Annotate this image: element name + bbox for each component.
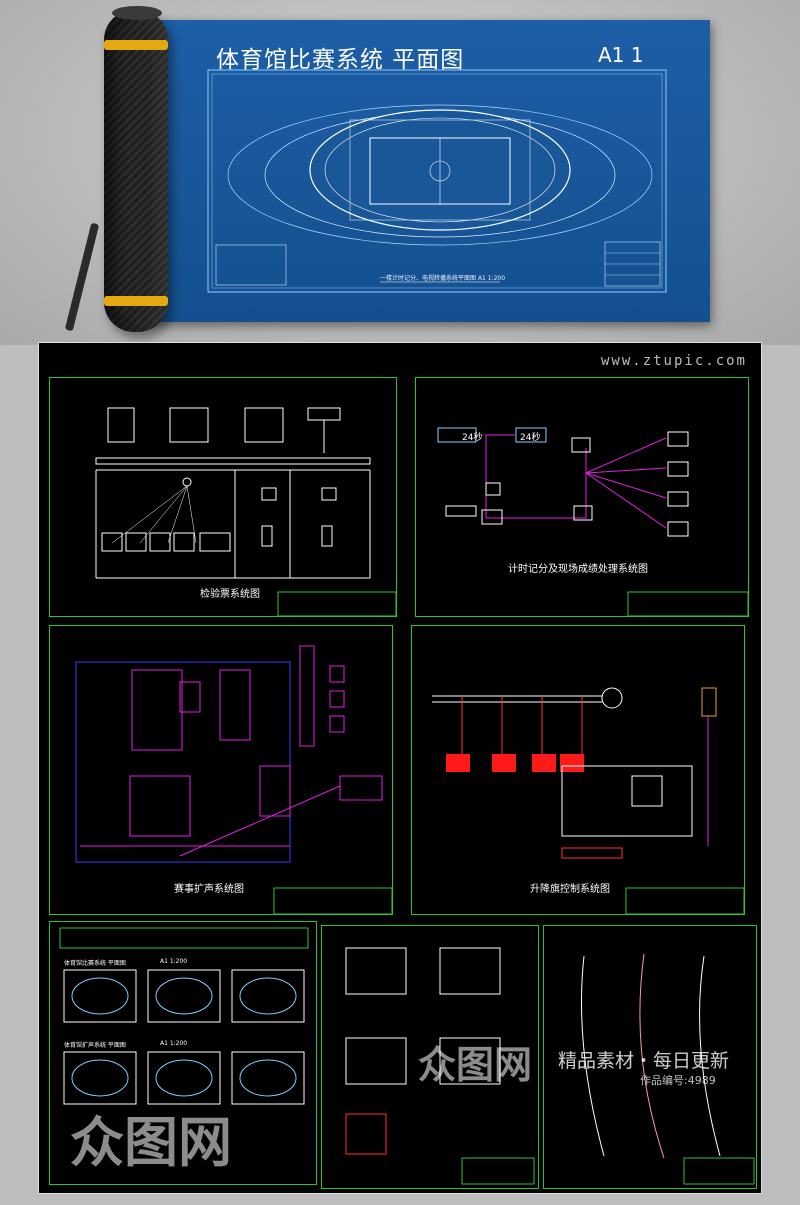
- plan-thumbnails: [59, 927, 309, 1105]
- blueprint-sheet: [150, 20, 710, 322]
- panel-section-views: [543, 925, 757, 1189]
- panel-audio-system: 赛事扩声系统图: [49, 625, 393, 915]
- room-layouts: [345, 947, 535, 1185]
- label-24s-b: 24秒: [520, 433, 541, 443]
- panel-room-layouts: [321, 925, 539, 1189]
- panel-timing-system: 24秒 24秒 计时记分及现场成绩处理系统图: [415, 377, 749, 617]
- timing-system-diagram: [437, 427, 748, 616]
- panel-ticket-system: 检验票系统图: [49, 377, 397, 617]
- roll-band-top: [104, 40, 168, 50]
- blueprint-caption: 一楼计时记分、电视转播系统平面图 A1 1:200: [380, 275, 506, 282]
- panel-flag-system: 升降旗控制系统图: [411, 625, 745, 915]
- ticket-system-diagram: [95, 407, 396, 616]
- panel-title-flag: 升降旗控制系统图: [530, 884, 610, 895]
- watermark-brand: 精品素材・每日更新: [558, 1050, 730, 1072]
- watermark-logo-large: 众图网: [70, 1111, 232, 1174]
- paper-roll: [104, 10, 168, 332]
- roll-end-cap: [112, 6, 162, 20]
- mini-scale-2: A1 1:200: [160, 1040, 188, 1047]
- section-views: [581, 953, 755, 1185]
- mini-title-1: 体育馆比赛系统 平面图: [64, 960, 126, 967]
- audio-system-diagram: [75, 645, 392, 914]
- site-watermark: www.ztupic.com: [600, 353, 747, 369]
- cad-sheet: www.ztupic.com: [38, 342, 762, 1194]
- blueprint-sheet-number: A1 1: [598, 43, 644, 67]
- panel-title-timing: 计时记分及现场成绩处理系统图: [508, 564, 648, 575]
- roll-band-bottom: [104, 296, 168, 306]
- watermark-logo: 众图网: [418, 1043, 533, 1087]
- mini-scale-1: A1 1:200: [160, 958, 188, 965]
- blueprint-drawing: [207, 69, 667, 293]
- panel-title-audio: 赛事扩声系统图: [174, 884, 244, 895]
- label-24s-a: 24秒: [462, 433, 483, 443]
- blueprint-title: 体育馆比赛系统 平面图: [216, 47, 465, 73]
- flag-system-diagram: [432, 687, 744, 914]
- watermark-code: 作品编号:4989: [640, 1074, 716, 1087]
- panel-title-ticket: 检验票系统图: [200, 589, 260, 600]
- panel-plan-thumbnails: 体育馆比赛系统 平面图 A1 1:200 体育馆扩声系统 平面图 A1 1:20…: [49, 921, 317, 1185]
- mini-title-2: 体育馆扩声系统 平面图: [64, 1042, 126, 1049]
